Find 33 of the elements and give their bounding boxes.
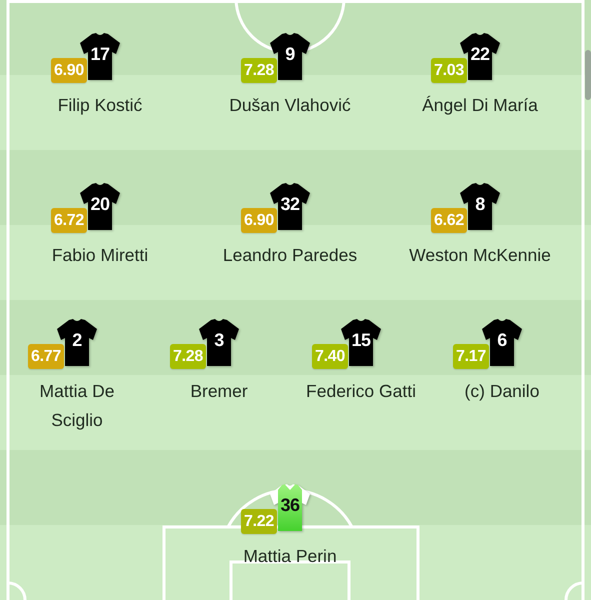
player-name: Bremer (189, 380, 249, 403)
rating-badge: 6.90 (51, 58, 87, 83)
jersey-number: 22 (470, 44, 490, 64)
rating-badge: 6.90 (241, 208, 277, 233)
rating-badge: 7.28 (241, 58, 277, 83)
rating-badge: 7.03 (431, 58, 467, 83)
jersey-number: 3 (214, 330, 224, 350)
rating-badge: 6.62 (431, 208, 467, 233)
jersey-number: 36 (280, 495, 300, 515)
jersey-number: 15 (351, 330, 371, 350)
jersey-number: 9 (285, 44, 295, 64)
rating-badge: 7.17 (453, 344, 489, 369)
player-name: Ángel Di María (421, 94, 539, 117)
player-name: Mattia De Sciglio (38, 380, 116, 432)
jersey-number: 8 (475, 194, 485, 214)
player-name: (c) Danilo (464, 380, 540, 403)
jersey-number: 20 (90, 194, 110, 214)
player-name: Leandro Paredes (222, 244, 358, 267)
jersey-number: 6 (497, 330, 507, 350)
jersey-number: 2 (72, 330, 82, 350)
rating-badge: 6.72 (51, 208, 87, 233)
player-name: Filip Kostić (56, 94, 144, 117)
jersey-number: 17 (90, 44, 110, 64)
player-name: Fabio Miretti (50, 244, 150, 267)
player-name: Dušan Vlahović (228, 94, 352, 117)
rating-badge: 7.22 (241, 509, 277, 534)
rating-badge: 6.77 (28, 344, 64, 369)
player-name: Weston McKennie (408, 244, 552, 267)
rating-badge: 7.28 (170, 344, 206, 369)
rating-badge: 7.40 (312, 344, 348, 369)
player-name: Federico Gatti (305, 380, 417, 403)
jersey-number: 32 (280, 194, 300, 214)
player-name: Mattia Perin (242, 545, 338, 568)
